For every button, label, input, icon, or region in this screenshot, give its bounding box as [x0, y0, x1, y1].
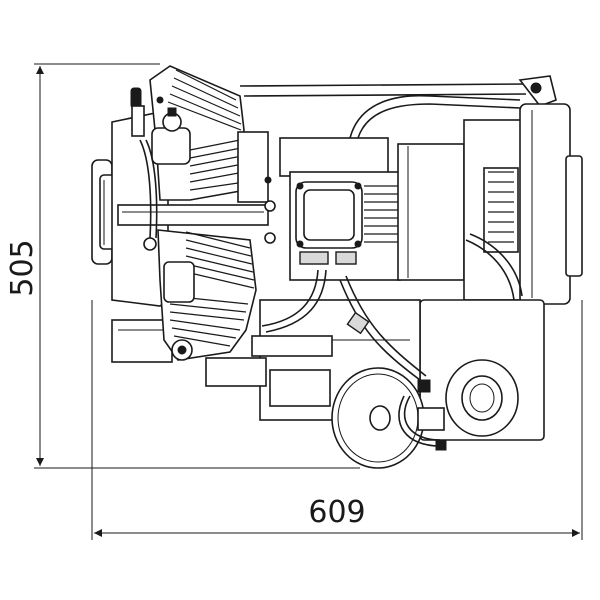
- width-dimension-label: 609: [308, 495, 365, 530]
- upper-cylinder: [149, 65, 269, 203]
- pulley: [331, 367, 425, 469]
- coolant-hose: [349, 94, 521, 139]
- height-dimension: 505: [5, 63, 360, 469]
- engine-outline: [91, 65, 583, 469]
- width-dimension: 609: [91, 300, 583, 540]
- lower-hoses: [261, 233, 523, 451]
- starter-housing: [445, 359, 519, 437]
- fasteners: [156, 96, 276, 244]
- ecu-module: [279, 137, 401, 281]
- lower-cylinder: [157, 229, 257, 361]
- top-fuel-rail: [239, 75, 557, 107]
- height-dimension-label: 505: [5, 239, 40, 296]
- ignition-lead: [130, 87, 158, 251]
- exhaust-block: [519, 103, 583, 305]
